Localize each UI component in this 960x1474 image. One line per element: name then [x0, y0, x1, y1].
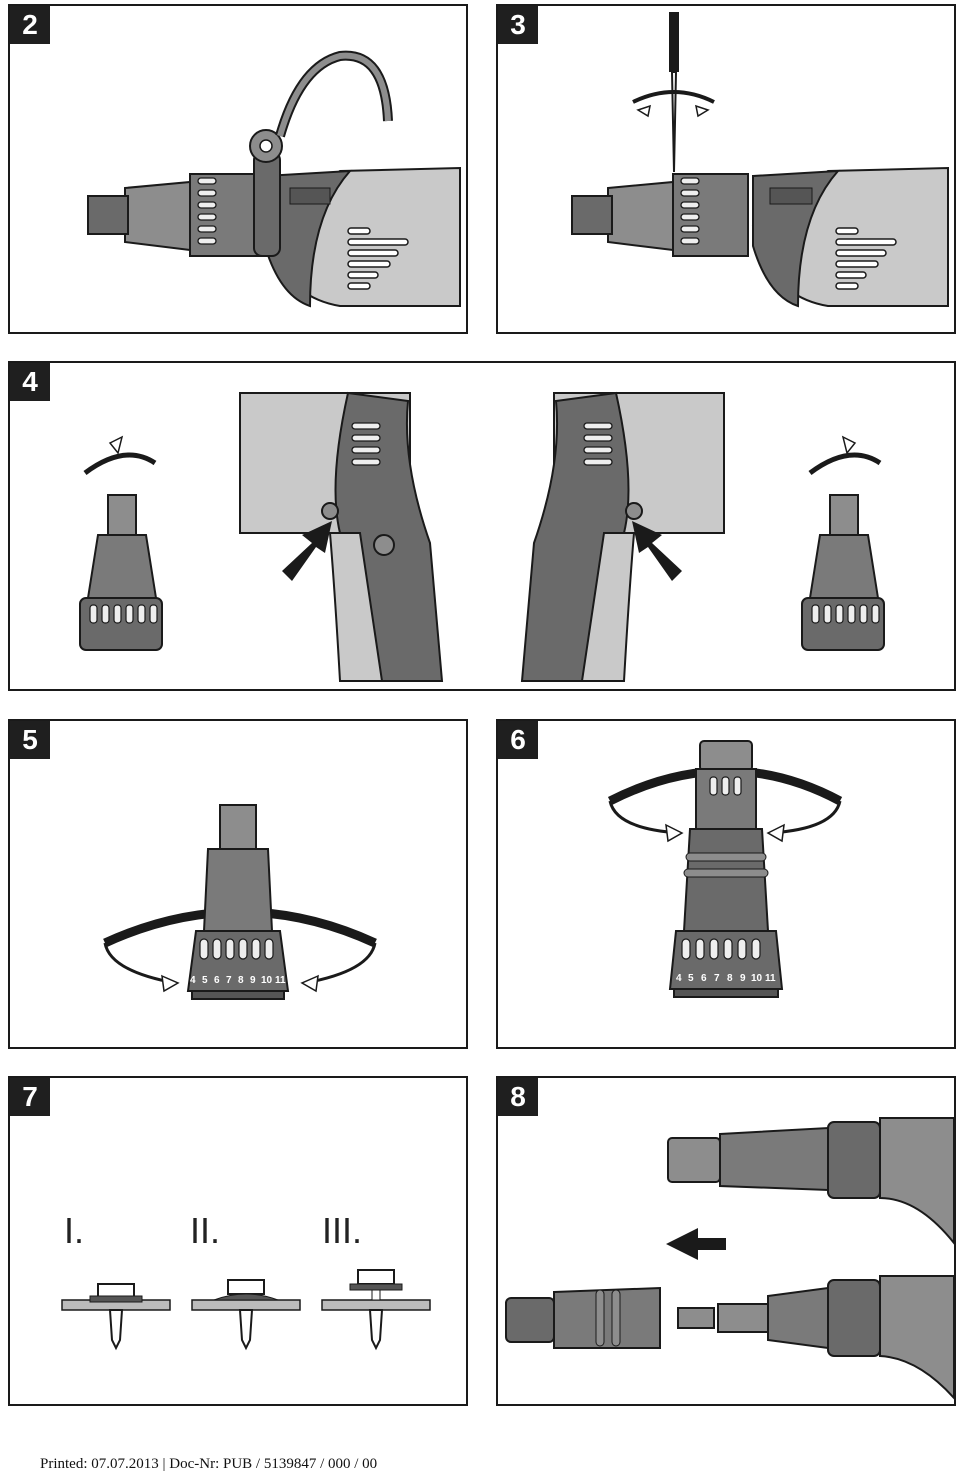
depth-scale-mark: 10 [751, 973, 763, 984]
panel-7: 7 I. II. III. [8, 1076, 468, 1406]
screw-stage-label: II. [190, 1210, 221, 1251]
depth-scale-mark: 6 [214, 975, 220, 986]
print-footer: Printed: 07.07.2013 | Doc-Nr: PUB / 5139… [40, 1456, 378, 1472]
step-number-badge: 7 [10, 1078, 50, 1116]
panel-6: 6 4 5 6 7 8 9 10 11 [496, 719, 956, 1049]
depth-scale-mark: 9 [740, 973, 746, 984]
depth-gauge-removal-illustration [79, 391, 885, 682]
depth-scale-mark: 5 [688, 973, 694, 984]
depth-scale-mark: 10 [261, 975, 273, 986]
step-number-badge: 5 [10, 721, 50, 759]
locking-sleeve-illustration: 4 5 6 7 8 9 10 11 [607, 740, 843, 998]
depth-scale-mark: 9 [250, 975, 256, 986]
depth-scale-mark: 8 [238, 975, 244, 986]
screw-stage-label: I. [64, 1210, 85, 1251]
depth-scale-mark: 7 [714, 973, 720, 984]
depth-scale-mark: 11 [275, 975, 286, 986]
depth-adjustment-illustration: 4 5 6 7 8 9 10 11 [103, 804, 377, 1000]
drill-with-screwdriver-illustration [571, 12, 949, 308]
depth-scale-mark: 4 [190, 975, 196, 986]
depth-scale-mark: 4 [676, 973, 682, 984]
depth-scale-mark: 11 [765, 973, 776, 984]
screw-stage-label: III. [322, 1210, 363, 1251]
panel-4: 4 [8, 361, 956, 691]
panel-3: 3 [496, 4, 956, 334]
depth-scale-mark: 7 [226, 975, 232, 986]
step-number-badge: 6 [498, 721, 538, 759]
depth-scale-mark: 5 [202, 975, 208, 986]
depth-scale-mark: 8 [727, 973, 733, 984]
step-number-badge: 3 [498, 6, 538, 44]
panel-5: 5 4 5 6 7 8 9 10 11 [8, 719, 468, 1049]
screw-setting-depth-illustration [61, 1269, 431, 1351]
step-number-badge: 8 [498, 1078, 538, 1116]
panel-8: 8 [496, 1076, 956, 1406]
step-number-badge: 2 [10, 6, 50, 44]
depth-scale-mark: 6 [701, 973, 707, 984]
nosepiece-attachment-illustration [505, 1117, 954, 1400]
drill-with-chuck-key-illustration [87, 50, 461, 308]
step-number-badge: 4 [10, 363, 50, 401]
panel-2: 2 [8, 4, 468, 334]
